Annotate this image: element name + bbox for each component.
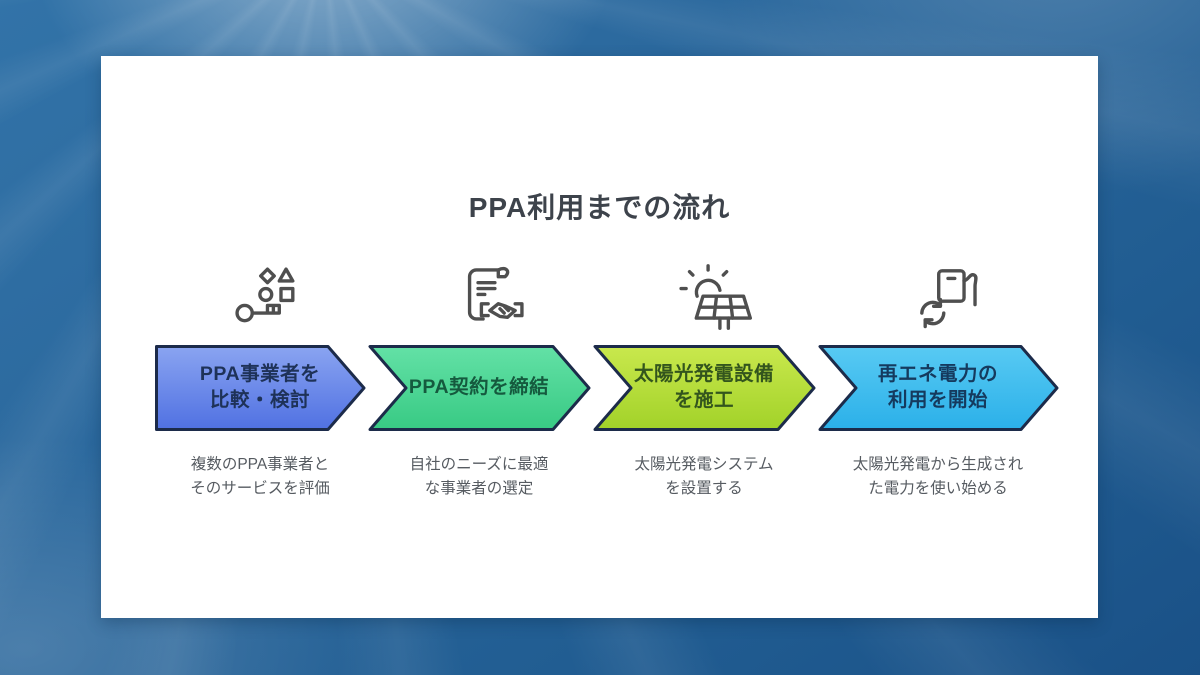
step-label-line: 再エネ電力の [877,363,998,386]
step-description-2: 自社のニーズに最適 な事業者の選定 [349,453,609,501]
arrow-step-2 [368,345,591,431]
arrow-label-2: PPA契約を締結 [369,345,589,431]
ev-charger-recycle-icon [910,260,986,334]
step-label-line: 太陽光発電設備 [633,363,774,386]
desc-line: を設置する [665,480,743,498]
arrow-label-1: PPA事業者を 比較・検討 [150,345,370,431]
shapes-key-icon [232,260,308,334]
desc-line: 太陽光発電から生成され [852,456,1024,473]
desc-line: そのサービスを評価 [190,480,330,498]
step-label-line: を施工 [673,389,734,411]
arrow-label-4: 再エネ電力の 利用を開始 [828,345,1048,431]
solar-panel-sun-icon [676,260,752,334]
contract-handshake-icon [451,260,527,334]
step-label-line: 利用を開始 [887,389,988,411]
step-description-1: 複数のPPA事業者と そのサービスを評価 [130,453,390,501]
infographic-card: PPA利用までの流れ [101,56,1098,618]
arrow-step-1 [155,345,366,431]
arrow-step-3 [593,345,816,431]
step-label-line: PPA契約を締結 [408,376,550,399]
desc-line: 太陽光発電システム [634,456,774,473]
arrow-label-3: 太陽光発電設備 を施工 [594,345,814,431]
desc-line: 複数のPPA事業者と [190,456,330,473]
desc-line: 自社のニーズに最適 [409,456,549,473]
step-label-line: PPA事業者を [199,363,321,386]
arrow-band [155,345,1059,431]
step-description-4: 太陽光発電から生成され た電力を使い始める [808,453,1068,501]
process-flow: PPA事業者を 比較・検討 複数のPPA事業者と そのサービスを評価 PPA契約… [101,56,1098,618]
desc-line: た電力を使い始める [868,480,1008,498]
arrow-step-4 [818,345,1059,431]
page-title: PPA利用までの流れ [468,192,731,223]
step-description-3: 太陽光発電システム を設置する [574,453,834,501]
desc-line: な事業者の選定 [424,480,534,498]
step-label-line: 比較・検討 [209,389,310,411]
